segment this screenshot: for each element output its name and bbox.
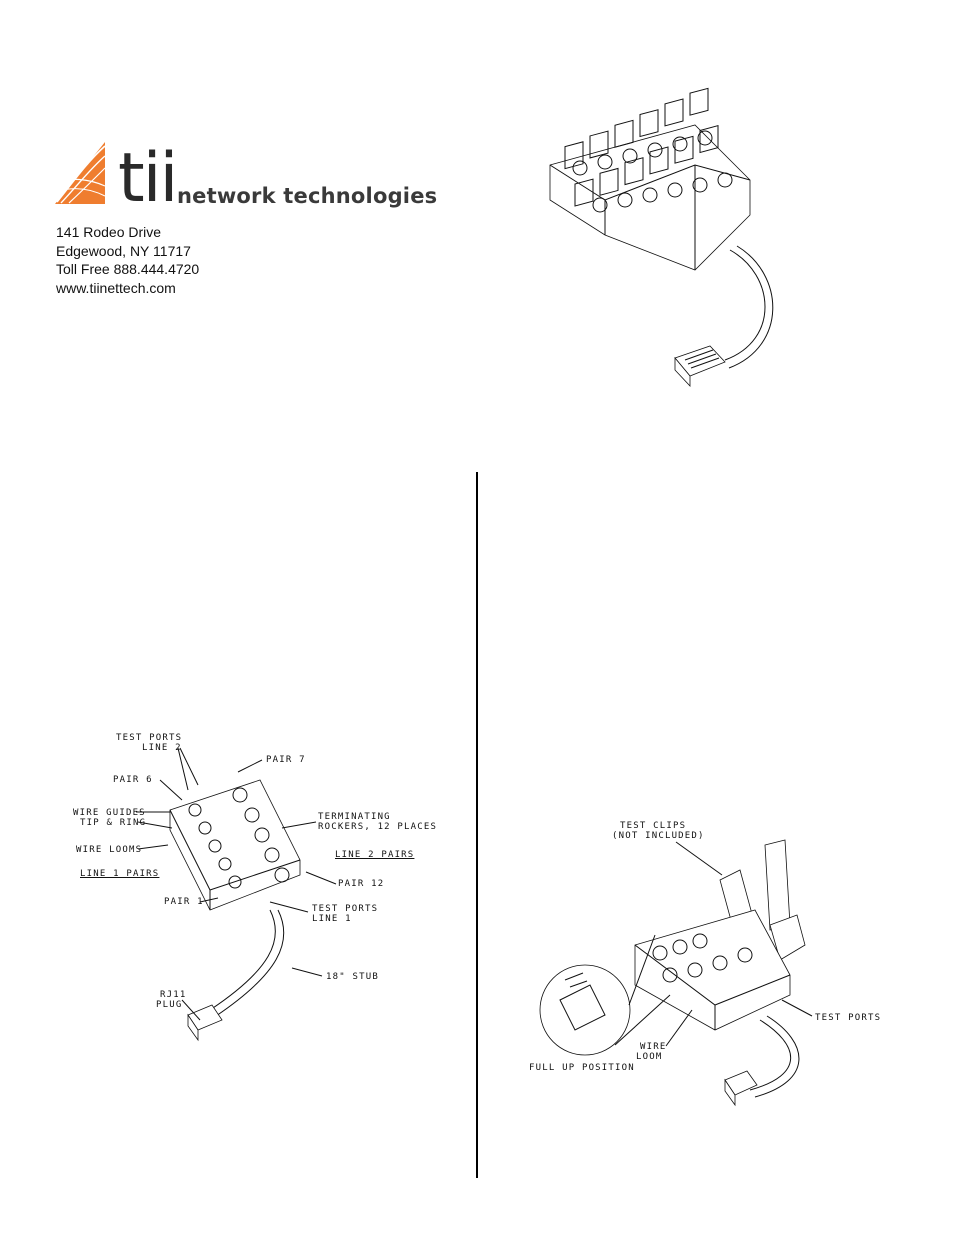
column-divider — [476, 472, 478, 1178]
address-website[interactable]: www.tiinettech.com — [56, 280, 176, 296]
label-pair12: PAIR 12 — [338, 879, 385, 889]
label-wire-looms: WIRE LOOMS — [76, 845, 143, 855]
logo-wordmark: tii — [118, 139, 178, 218]
label-terminating: TERMINATING — [318, 812, 391, 822]
label-line2-pairs: LINE 2 PAIRS — [335, 850, 415, 860]
label-wire-guides: WIRE GUIDES — [73, 808, 146, 818]
label-test-ports-line1: TEST PORTS — [312, 904, 379, 914]
label-pair7: PAIR 7 — [266, 755, 306, 765]
label-full-up-position: FULL UP POSITION — [529, 1063, 635, 1073]
label-test-ports-line1-sub: LINE 1 — [312, 914, 352, 924]
label-wire: WIRE — [640, 1042, 667, 1052]
diagram-left-illustration — [169, 779, 301, 1042]
label-plug: PLUG — [156, 1000, 183, 1010]
label-loom: LOOM — [636, 1052, 663, 1062]
label-line1-pairs: LINE 1 PAIRS — [80, 869, 160, 879]
diagram-right-illustration — [539, 839, 806, 1107]
label-rj11: RJ11 — [160, 990, 187, 1000]
label-pair1: PAIR 1 — [164, 897, 204, 907]
product-illustration-top — [549, 87, 774, 388]
label-test-clips: TEST CLIPS — [620, 821, 687, 831]
label-test-ports: TEST PORTS — [815, 1013, 882, 1023]
label-rockers: ROCKERS, 12 PLACES — [318, 822, 438, 832]
label-pair6: PAIR 6 — [113, 775, 153, 785]
label-tip-ring: TIP & RING — [80, 818, 147, 828]
logo-swoosh-icon — [54, 142, 106, 204]
label-test-ports-line2: TEST PORTS — [116, 733, 183, 743]
label-test-ports-line2-sub: LINE 2 — [142, 743, 182, 753]
address-phone: Toll Free 888.444.4720 — [56, 261, 200, 277]
address-street: 141 Rodeo Drive — [56, 224, 162, 240]
address-city: Edgewood, NY 11717 — [56, 243, 191, 259]
label-not-included: (NOT INCLUDED) — [612, 831, 705, 841]
label-stub: 18" STUB — [326, 972, 379, 982]
logo-tagline: network technologies — [177, 184, 438, 208]
